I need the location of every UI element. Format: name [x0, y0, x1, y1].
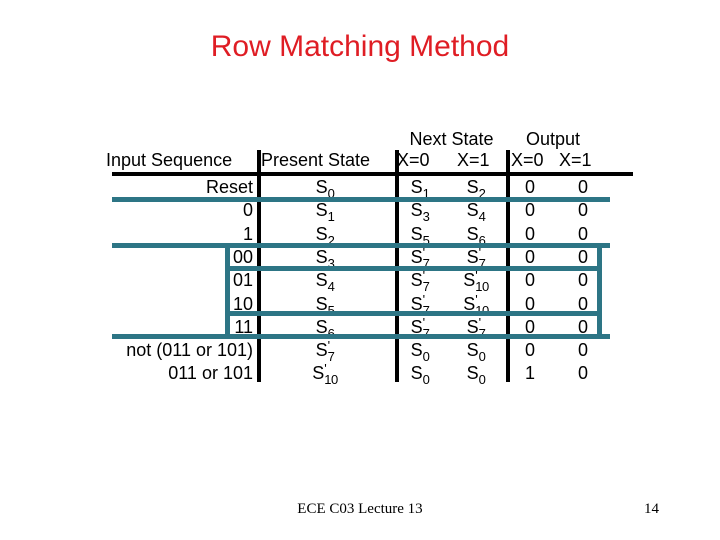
- page-number: 14: [644, 501, 659, 517]
- table-row: Reset S0 S1 S2 0 0: [0, 176, 720, 201]
- cell-next-state-x1: S'7: [466, 314, 486, 341]
- cell-next-state-x0: S'7: [410, 314, 430, 341]
- cell-present-state: S2: [315, 223, 335, 248]
- table-row: 01 S4 S'7 S'10 0 0: [0, 268, 720, 295]
- cell-next-state-x1: S2: [466, 177, 486, 201]
- cell-output-x1: 0: [577, 246, 588, 267]
- cell-input-sequence: Reset: [205, 177, 253, 197]
- cell-present-state: S1: [315, 200, 335, 225]
- footer-course-label: ECE C03 Lecture 13: [297, 501, 423, 517]
- teal-line-below-reset: [112, 197, 610, 202]
- cell-input-sequence: 1: [242, 223, 253, 244]
- cell-input-sequence: 0: [242, 200, 253, 221]
- header-next-state: Next State: [409, 129, 494, 149]
- table-row: not (011 or 101) S'7 S0 S0 0 0: [0, 338, 720, 365]
- cell-output-x0: 1: [524, 363, 535, 384]
- cell-next-state-x1: S6: [466, 223, 486, 248]
- cell-output-x0: 0: [524, 293, 535, 314]
- cell-next-state-x0: S0: [410, 363, 430, 388]
- cell-output-x1: 0: [577, 316, 588, 337]
- header-next-x1: X=1: [457, 150, 490, 170]
- cell-next-state-x0: S'7: [410, 291, 430, 318]
- cell-output-x1: 0: [577, 200, 588, 221]
- cell-output-x0: 0: [524, 316, 535, 337]
- cell-output-x0: 0: [524, 246, 535, 267]
- slide-title: Row Matching Method: [210, 30, 510, 63]
- cell-output-x0: 0: [524, 177, 535, 197]
- cell-output-x1: 0: [577, 340, 588, 361]
- cell-input-sequence: 01: [232, 270, 253, 291]
- cell-output-x0: 0: [524, 200, 535, 221]
- cell-next-state-x1: S'7: [466, 244, 486, 271]
- header-output-x0: X=0: [511, 150, 544, 170]
- cell-input-sequence: 11: [234, 316, 253, 337]
- header-underline: [112, 172, 633, 176]
- cell-output-x1: 0: [577, 223, 588, 244]
- cell-input-sequence: 10: [232, 293, 253, 314]
- cell-next-state-x1: S4: [466, 200, 486, 225]
- cell-present-state: S4: [315, 270, 335, 295]
- header-next-x0: X=0: [397, 150, 430, 170]
- teal-box-right-edge: [597, 243, 602, 339]
- header-output: Output: [525, 129, 581, 149]
- cell-output-x0: 0: [524, 340, 535, 361]
- cell-output-x0: 0: [524, 223, 535, 244]
- cell-present-state: S'10: [312, 361, 338, 388]
- cell-input-sequence: 011 or 101: [168, 363, 253, 384]
- cell-output-x1: 0: [577, 293, 588, 314]
- table-row: 1 S2 S5 S6 0 0: [0, 223, 720, 248]
- cell-present-state: S6: [315, 316, 335, 341]
- cell-output-x0: 0: [524, 270, 535, 291]
- teal-line-above-00: [112, 243, 610, 248]
- teal-line-below-11: [112, 334, 610, 339]
- teal-line-above-11: [225, 311, 602, 316]
- cell-next-state-x1: S0: [466, 363, 486, 388]
- cell-output-x1: 0: [577, 177, 588, 197]
- header-input-sequence: Input Sequence: [106, 150, 233, 170]
- cell-input-sequence: not (011 or 101): [126, 340, 253, 361]
- teal-line-below-00: [225, 266, 602, 271]
- teal-box-left-edge: [225, 243, 230, 339]
- cell-next-state-x0: S3: [410, 200, 430, 225]
- table-row: 0 S1 S3 S4 0 0: [0, 199, 720, 225]
- table-row: 11 S6 S'7 S'7 0 0: [0, 314, 720, 341]
- cell-next-state-x0: S5: [410, 223, 430, 248]
- header-output-x1: X=1: [559, 150, 592, 170]
- table-row: 011 or 101 S'10 S0 S0 1 0: [0, 361, 720, 388]
- cell-input-sequence: 00: [232, 246, 253, 267]
- cell-present-state: S5: [315, 293, 335, 318]
- cell-output-x1: 0: [577, 270, 588, 291]
- cell-next-state-x1: S0: [466, 340, 486, 365]
- header-present-state: Present State: [261, 150, 371, 170]
- cell-next-state-x0: S0: [410, 340, 430, 365]
- cell-next-state-x0: S'7: [410, 268, 430, 295]
- cell-present-state: S3: [315, 246, 335, 271]
- cell-output-x1: 0: [577, 363, 588, 384]
- cell-next-state-x1: S'10: [463, 268, 489, 295]
- cell-next-state-x0: S'7: [410, 244, 430, 271]
- cell-next-state-x0: S1: [410, 177, 430, 201]
- cell-present-state: S'7: [315, 338, 335, 365]
- cell-present-state: S0: [315, 177, 335, 201]
